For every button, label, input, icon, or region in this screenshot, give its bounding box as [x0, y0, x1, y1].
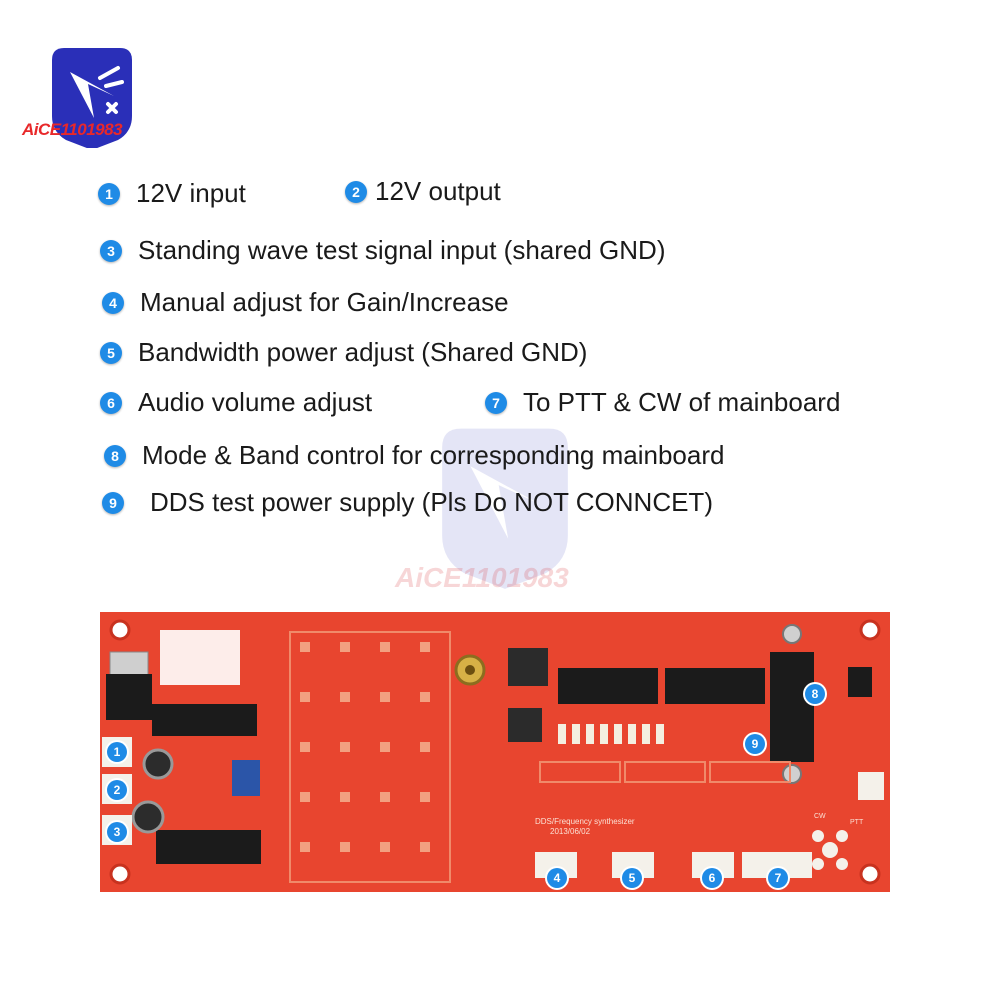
pcb-badge-8: 8 — [805, 684, 825, 704]
legend-text-9: DDS test power supply (Pls Do NOT CONNCE… — [150, 487, 713, 517]
legend-text-8: Mode & Band control for corresponding ma… — [142, 440, 725, 470]
legend-item-8: 8 Mode & Band control for corresponding … — [104, 440, 724, 471]
watermark-text: AiCE1101983 — [395, 562, 569, 593]
silkscreen-date: 2013/06/02 — [550, 827, 591, 836]
pcb-badge-1: 1 — [107, 742, 127, 762]
pcb-badge-4: 4 — [547, 868, 567, 888]
legend-badge-9: 9 — [102, 491, 124, 514]
silkscreen-cw: CW — [814, 813, 826, 820]
legend-text-6: Audio volume adjust — [138, 387, 373, 417]
legend-text-5: Bandwidth power adjust (Shared GND) — [138, 337, 588, 367]
legend-item-7: 7 To PTT & CW of mainboard — [485, 387, 840, 418]
silkscreen-ptt: PTT — [850, 819, 864, 826]
legend-text-1: 12V input — [136, 178, 246, 208]
legend-badge-6: 6 — [100, 391, 122, 414]
legend-item-2: 2 12V output — [345, 176, 501, 207]
pcb-badge-7: 7 — [768, 868, 788, 888]
legend-badge-5: 5 — [100, 341, 122, 364]
pcb-badge-6: 6 — [702, 868, 722, 888]
legend-badge-7: 7 — [485, 391, 507, 414]
legend-badge-3: 3 — [100, 239, 122, 262]
pcb-badge-2: 2 — [107, 780, 127, 800]
legend-text-2: 12V output — [375, 176, 501, 206]
legend-text-3: Standing wave test signal input (shared … — [138, 235, 666, 265]
pcb-board-illustration: DDS/Frequency synthesizer 2013/06/02 PTT… — [100, 612, 890, 892]
legend-badge-4: 4 — [102, 291, 124, 314]
brand-logo-icon — [52, 48, 132, 148]
legend-text-4: Manual adjust for Gain/Increase — [140, 287, 509, 317]
legend-badge-2: 2 — [345, 180, 367, 203]
brand-logo-text: AiCE1101983 — [22, 120, 123, 139]
legend-item-1: 1 12V input — [98, 178, 246, 209]
pcb-badge-3: 3 — [107, 822, 127, 842]
legend-item-9: 9 DDS test power supply (Pls Do NOT CONN… — [102, 487, 713, 518]
silkscreen-title: DDS/Frequency synthesizer — [535, 817, 635, 826]
legend-badge-8: 8 — [104, 444, 126, 467]
pcb-badge-5: 5 — [622, 868, 642, 888]
watermark-logo-icon — [442, 428, 568, 589]
legend-item-3: 3 Standing wave test signal input (share… — [100, 235, 666, 266]
legend-item-5: 5 Bandwidth power adjust (Shared GND) — [100, 337, 587, 368]
legend-badge-1: 1 — [98, 182, 120, 205]
pcb-badge-9: 9 — [745, 734, 765, 754]
legend-item-4: 4 Manual adjust for Gain/Increase — [102, 287, 509, 318]
legend-item-6: 6 Audio volume adjust — [100, 387, 372, 418]
legend-text-7: To PTT & CW of mainboard — [523, 387, 841, 417]
pcb-board-svg: DDS/Frequency synthesizer 2013/06/02 PTT… — [100, 612, 890, 892]
